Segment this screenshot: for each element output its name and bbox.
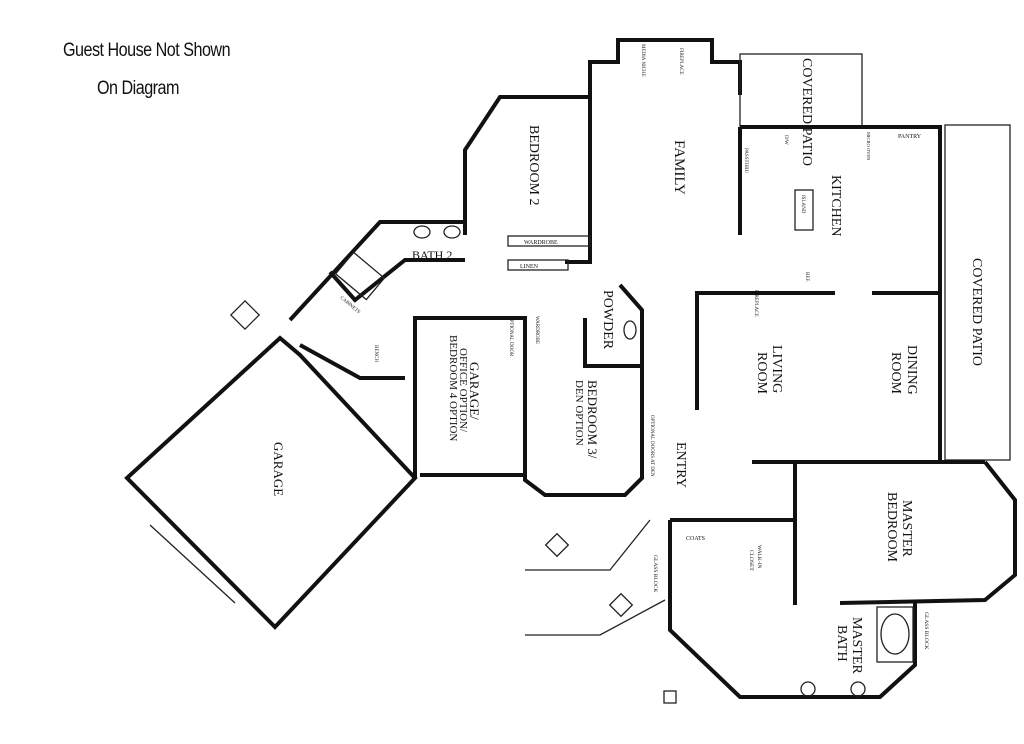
garage-post [229,299,261,331]
label-media-niche: MEDIA NICHE [640,44,645,77]
label-linen: LINEN [520,264,539,270]
label-garage-office-1: GARAGE/ [467,362,482,420]
label-passthru: PASSTHRU [743,148,748,173]
label-garage-office-2: OFFICE OPTION/ [457,348,469,433]
label-living-2: ROOM [754,352,769,395]
garage-walls [124,335,418,630]
family-walls [588,38,742,97]
label-bath2: BATH 2 [412,248,452,262]
living-top-wall [695,291,835,410]
label-island: ISLAND [800,195,805,214]
laundry-inner-wall [299,343,405,380]
label-dining-2: ROOM [888,352,903,395]
label-kitchen: KITCHEN [828,175,843,236]
label-optional-door: OPTIONAL DOOR [508,316,513,357]
label-garage-office-3: BEDROOM 4 OPTION [447,335,459,441]
label-entry: ENTRY [673,442,688,488]
sink [413,225,431,239]
kitchen-walls [740,125,942,300]
label-powder: POWDER [600,290,615,350]
label-bedroom3-1: BEDROOM 3/ [585,380,600,459]
master-bath-walls [668,520,917,699]
garage-door [149,524,236,604]
tub-basin [880,613,910,655]
label-dining-1: DINING [904,345,919,395]
planter [544,532,570,558]
label-covered-patio-top: COVERED PATIO [799,58,814,166]
bathtub-master [876,606,914,663]
label-master-bed-1: MASTER [899,500,914,557]
label-glass-block-left: GLASS BLOCK [652,555,658,592]
label-master-bath-2: BATH [834,625,849,662]
label-garage: GARAGE [271,442,286,496]
linen-closet [507,259,569,271]
wardrobe [507,235,591,247]
walkway [525,599,666,636]
label-glass-block-right: GLASS BLOCK [923,612,929,649]
label-family: FAMILY [671,140,687,195]
island [794,189,814,231]
label-ref: REF. [804,272,809,282]
note-line-2: On Diagram [97,78,179,99]
label-coats: COATS [686,536,705,542]
post [663,690,677,704]
sink [800,681,816,697]
walkway [525,519,651,571]
label-walk-in-2: CLOSET [748,550,754,571]
label-walk-in-1: WALK-IN [756,545,762,569]
planter [608,592,634,618]
label-pantry: PANTRY [898,134,922,140]
sink [443,225,461,239]
label-master-bed-2: BEDROOM [884,492,899,563]
label-bedroom2: BEDROOM 2 [526,125,541,206]
sink [850,681,866,697]
toilet [623,320,637,340]
label-wardrobe-bed3: WARDROBE [534,316,539,344]
label-covered-patio-right: COVERED PATIO [969,258,984,366]
note-line-1: Guest House Not Shown [63,40,231,61]
powder-wall [583,318,642,368]
label-fireplace-living: FIREPLACE [753,290,758,317]
label-bedroom3-2: DEN OPTION [573,380,585,446]
label-optional-doors: OPTIONAL DOORS AT DEN [649,415,654,477]
label-living-1: LIVING [769,345,784,393]
label-fireplace-family: FIREPLACE [678,48,683,75]
bath2-wall [328,258,465,303]
bedroom2-walls [463,95,592,264]
label-dw: D/W [783,135,788,145]
label-bench: BENCH [373,345,378,362]
label-wardrobe-bed2: WARDROBE [524,240,558,246]
master-bedroom-walls [839,460,1017,605]
dining-wall [872,291,942,460]
label-master-bath-1: MASTER [849,617,864,674]
laundry-walls [288,220,465,322]
bedroom3-walls [523,283,644,497]
bathtub [334,251,386,301]
label-micro-oven: MICRO OVEN [866,132,871,161]
